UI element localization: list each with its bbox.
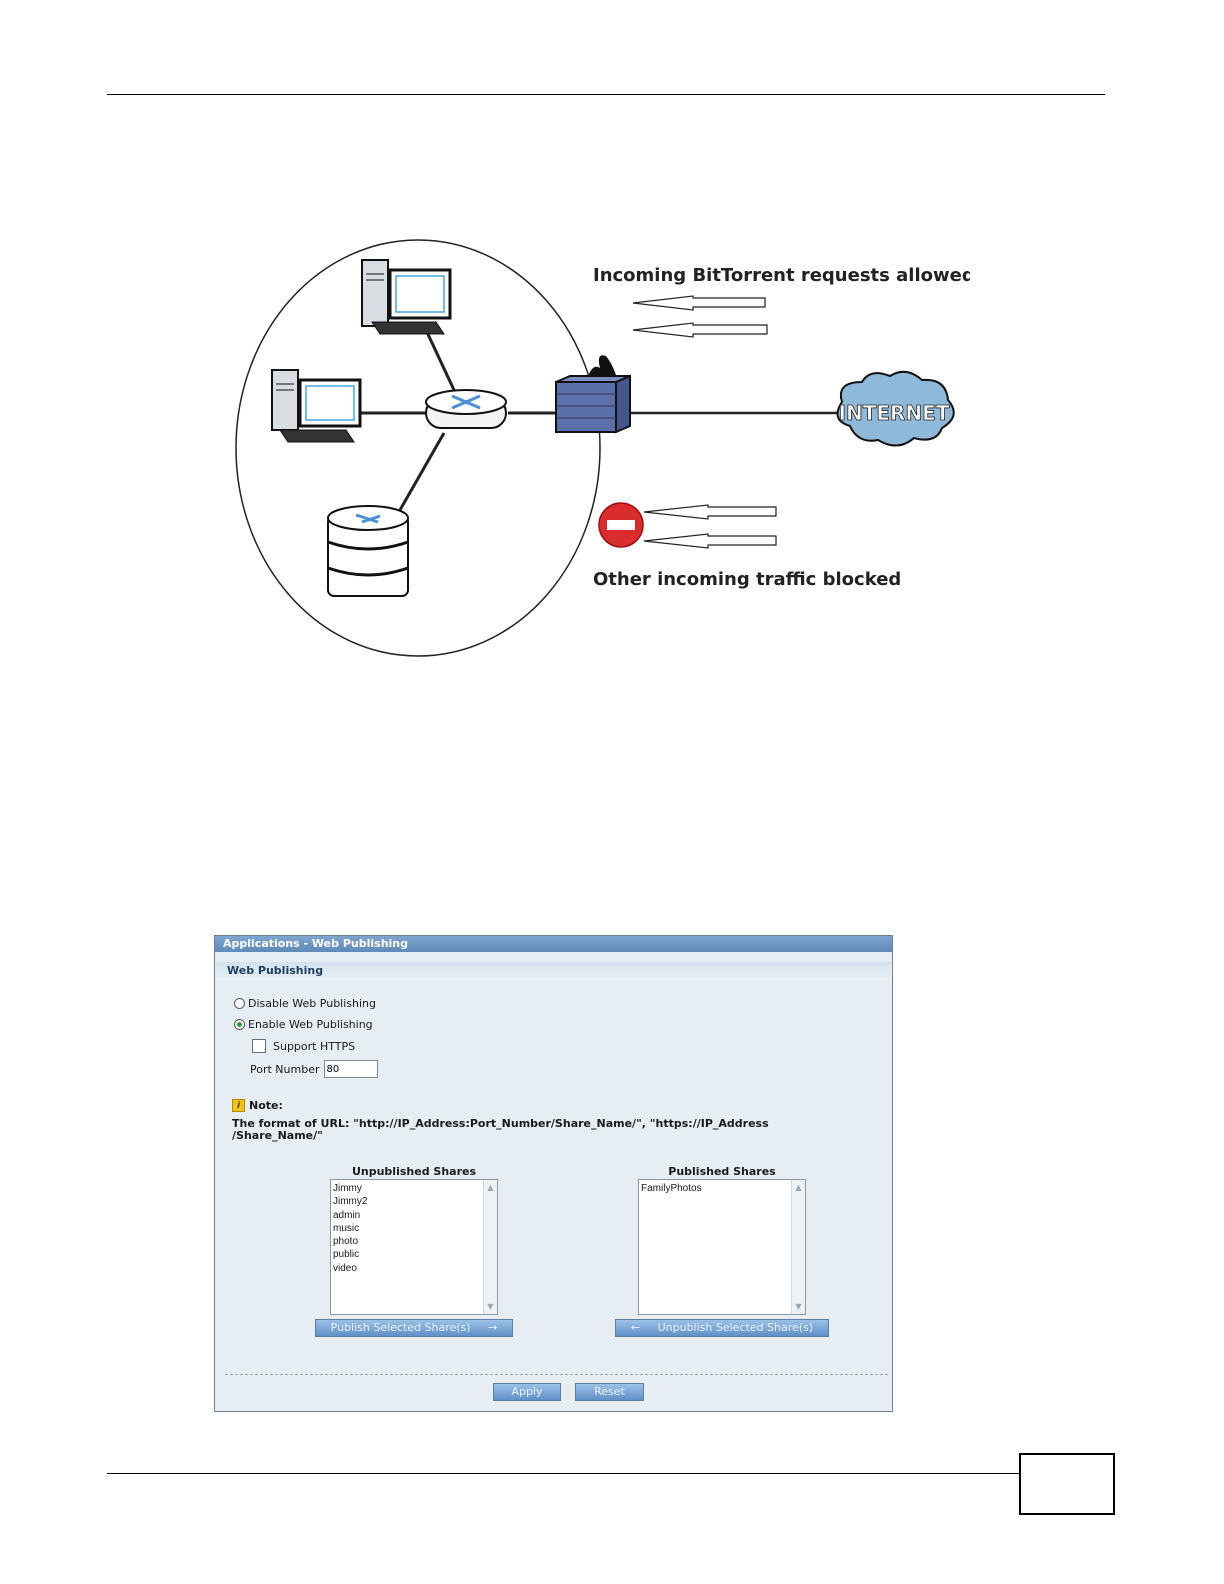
page-number-box — [1019, 1453, 1115, 1515]
list-item[interactable]: video — [333, 1262, 357, 1274]
allowed-arrows — [632, 295, 768, 338]
publish-button[interactable]: Publish Selected Share(s) → — [315, 1319, 513, 1337]
disable-radio[interactable] — [234, 998, 245, 1009]
blocked-label: Other incoming traffic blocked — [593, 569, 901, 590]
unpublish-button[interactable]: ← Unpublish Selected Share(s) — [615, 1319, 829, 1337]
port-number-input[interactable] — [323, 1060, 378, 1078]
blocked-icon — [598, 502, 644, 548]
section-title: Web Publishing — [216, 962, 891, 980]
published-title: Published Shares — [668, 1165, 776, 1178]
link-top-pc — [424, 329, 456, 391]
publish-label: Publish Selected Share(s) — [330, 1321, 471, 1334]
list-item[interactable]: FamilyPhotos — [641, 1183, 702, 1194]
reset-button[interactable]: Reset — [575, 1383, 644, 1401]
list-item[interactable]: Jimmy2 — [333, 1196, 368, 1208]
svg-text:INTERNET: INTERNET — [839, 401, 950, 425]
enable-option[interactable]: Enable Web Publishing — [234, 1018, 373, 1031]
computer-icon-top — [361, 259, 452, 335]
lan-boundary — [235, 239, 601, 657]
divider — [225, 1374, 888, 1375]
https-option[interactable]: Support HTTPS — [252, 1039, 355, 1053]
https-label: Support HTTPS — [273, 1039, 356, 1053]
port-row: Port Number — [250, 1060, 378, 1078]
enable-label: Enable Web Publishing — [248, 1018, 373, 1031]
internet-cloud-icon: INTERNET — [836, 370, 955, 447]
unpublished-scrollbar[interactable]: ▲ ▼ — [483, 1180, 497, 1314]
info-icon: i — [232, 1099, 245, 1112]
list-item[interactable]: music — [333, 1222, 360, 1234]
web-publishing-panel: Applications - Web Publishing Web Publis… — [214, 935, 893, 1412]
scroll-down-icon[interactable]: ▼ — [487, 1302, 494, 1311]
disable-label: Disable Web Publishing — [248, 997, 376, 1010]
list-item[interactable]: Jimmy — [333, 1183, 362, 1194]
enable-radio[interactable] — [234, 1019, 245, 1030]
note-text-line-2: /Share_Name/" — [232, 1129, 323, 1142]
note-header: i Note: — [232, 1099, 283, 1112]
computer-icon-left — [271, 369, 362, 443]
note-label: Note: — [249, 1099, 283, 1112]
port-label: Port Number — [250, 1062, 320, 1076]
https-checkbox[interactable] — [252, 1039, 266, 1053]
allowed-label: Incoming BitTorrent requests allowed — [593, 265, 970, 286]
footer-rule — [107, 1473, 1019, 1474]
disable-option[interactable]: Disable Web Publishing — [234, 997, 376, 1010]
unpublished-title: Unpublished Shares — [351, 1165, 477, 1178]
link-nas — [398, 432, 446, 511]
arrow-left-icon: ← — [630, 1321, 641, 1334]
router-icon — [425, 389, 507, 429]
panel-title: Applications - Web Publishing — [215, 936, 892, 952]
list-item[interactable]: public — [333, 1249, 360, 1261]
published-list[interactable]: FamilyPhotos ▲ ▼ — [638, 1179, 806, 1315]
unpublish-label: Unpublish Selected Share(s) — [657, 1321, 814, 1334]
published-scrollbar[interactable]: ▲ ▼ — [791, 1180, 805, 1314]
nas-icon — [327, 505, 409, 597]
scroll-down-icon[interactable]: ▼ — [795, 1302, 802, 1311]
note-text-line-1: The format of URL: "http://IP_Address:Po… — [232, 1117, 769, 1130]
scroll-up-icon[interactable]: ▲ — [795, 1183, 802, 1192]
header-rule — [107, 94, 1105, 95]
list-item[interactable]: photo — [333, 1236, 359, 1248]
firewall-diagram: INTERNET Incoming BitTorrent requests al… — [235, 239, 970, 657]
scroll-up-icon[interactable]: ▲ — [487, 1183, 494, 1192]
apply-button[interactable]: Apply — [493, 1383, 561, 1401]
list-item[interactable]: admin — [333, 1209, 361, 1221]
blocked-arrows — [643, 504, 777, 549]
firewall-icon — [555, 355, 631, 434]
arrow-right-icon: → — [488, 1321, 498, 1334]
